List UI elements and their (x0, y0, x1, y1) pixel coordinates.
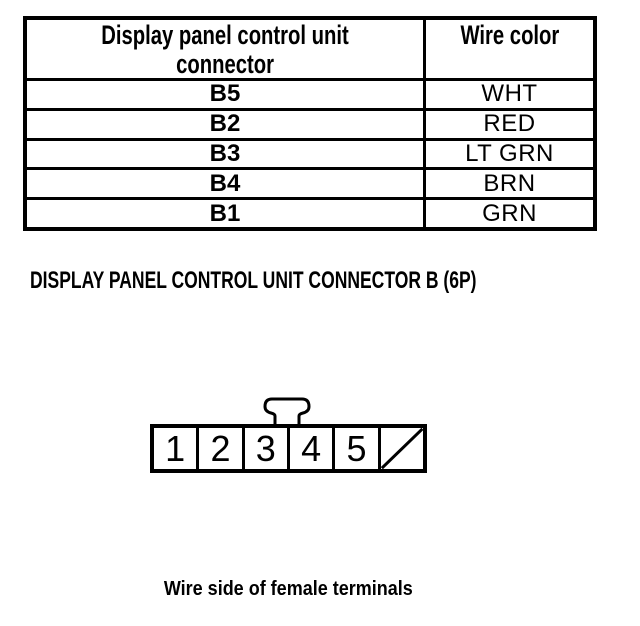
pin-number: 4 (301, 427, 322, 469)
column-header-connector: Display panel control unit connector (27, 20, 426, 79)
wire-color-cell: WHT (426, 81, 593, 108)
connector-pin-row: 1 2 3 4 5 (150, 424, 427, 473)
wire-color-cell: LT GRN (426, 141, 593, 168)
connector-lock-tab-icon (263, 397, 311, 424)
column-header-connector-label: Display panel control unit connector (101, 20, 349, 79)
table-row: B2 RED (27, 107, 593, 138)
pin-cell-3: 3 (241, 427, 287, 469)
pin-cell-5: 5 (332, 428, 377, 469)
pin-number: 2 (210, 427, 231, 469)
connector-cell: B2 (27, 110, 426, 138)
connector-cell: B4 (27, 169, 426, 198)
column-header-wire-color-label: Wire color (460, 20, 559, 50)
wire-color-value: WHT (481, 80, 538, 108)
table-header-row: Display panel control unit connector Wir… (27, 20, 593, 79)
pin-cell-1: 1 (154, 428, 196, 469)
wire-color-cell: RED (426, 111, 593, 138)
wire-color-cell: BRN (426, 170, 593, 197)
diagonal-slash-icon (381, 428, 423, 469)
pin-cell-4: 4 (286, 427, 332, 469)
diagram-caption: Wire side of female terminals (64, 578, 512, 600)
table-row: B1 GRN (27, 197, 593, 227)
wire-color-cell: GRN (426, 200, 593, 227)
section-title-label: DISPLAY PANEL CONTROL UNIT CONNECTOR B (… (30, 267, 477, 294)
connector-cell: B5 (27, 81, 426, 108)
wire-color-value: GRN (482, 199, 537, 227)
wire-color-table: Display panel control unit connector Wir… (23, 16, 597, 231)
table-row: B5 WHT (27, 78, 593, 108)
wire-color-value: BRN (483, 169, 536, 197)
connector-pin-id: B1 (209, 199, 241, 227)
connector-pin-id: B3 (209, 139, 241, 167)
wire-color-value: LT GRN (465, 139, 554, 167)
pin-number: 3 (255, 427, 276, 469)
connector-pin-id: B4 (209, 169, 241, 197)
connector-pin-id: B2 (209, 110, 241, 138)
unused-pin-cell (377, 428, 423, 469)
wire-color-value: RED (483, 110, 536, 138)
table-row: B3 LT GRN (27, 137, 593, 168)
pin-number: 1 (165, 427, 186, 469)
column-header-wire-color: Wire color (426, 20, 593, 78)
pin-number: 5 (346, 427, 367, 469)
connector-pin-id: B5 (209, 80, 241, 108)
section-title: DISPLAY PANEL CONTROL UNIT CONNECTOR B (… (30, 267, 640, 294)
diagram-caption-label: Wire side of female terminals (163, 578, 413, 600)
connector-cell: B3 (27, 139, 426, 168)
connector-cell: B1 (27, 200, 426, 227)
table-row: B4 BRN (27, 167, 593, 198)
pin-cell-2: 2 (196, 428, 241, 469)
